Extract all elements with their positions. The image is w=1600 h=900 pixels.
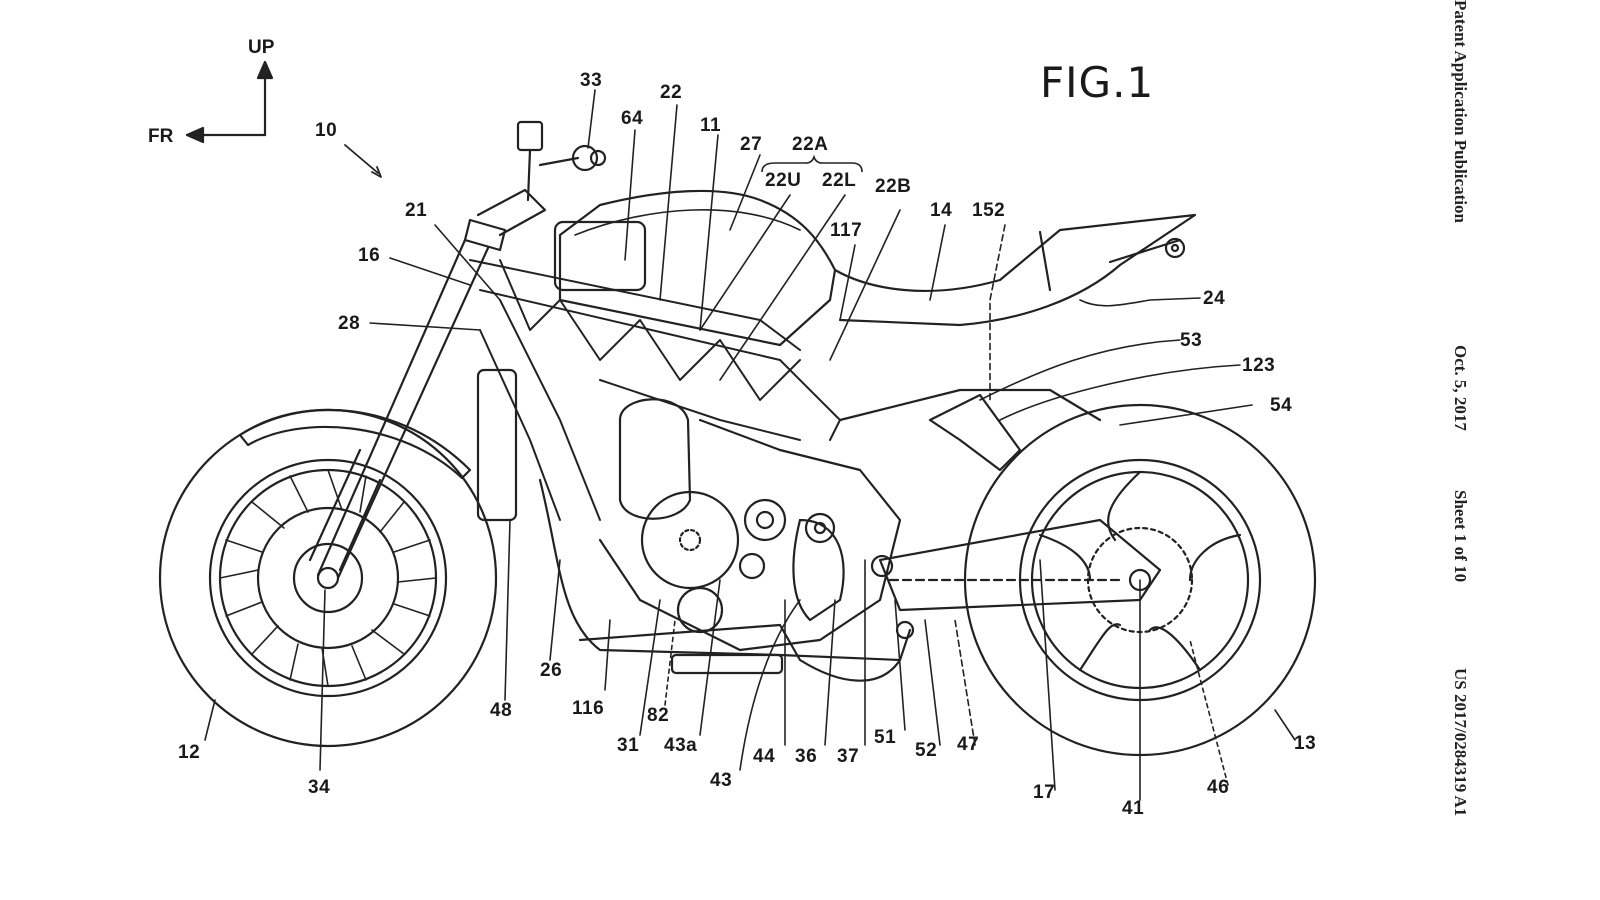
ref-34: 34 xyxy=(308,777,331,798)
sheet-number: Sheet 1 of 10 xyxy=(1451,490,1470,583)
ref-123: 123 xyxy=(1242,355,1276,376)
publication-date: Oct. 5, 2017 xyxy=(1451,345,1470,431)
ref-24: 24 xyxy=(1203,288,1226,309)
ref-21: 21 xyxy=(405,200,428,221)
ref-82: 82 xyxy=(647,705,670,726)
ref-44: 44 xyxy=(753,746,776,767)
orientation-up-label: UP xyxy=(248,37,275,58)
battery-box xyxy=(553,220,647,292)
ref-152: 152 xyxy=(972,200,1006,221)
ref-13: 13 xyxy=(1294,733,1317,754)
ref-64: 64 xyxy=(621,108,644,129)
front-wheel xyxy=(158,408,498,748)
seat-tail xyxy=(833,213,1197,327)
frame xyxy=(469,259,841,521)
ref-22l: 22L xyxy=(822,170,857,191)
ref-14: 14 xyxy=(930,200,953,221)
ref-53: 53 xyxy=(1180,330,1203,351)
ref-46: 46 xyxy=(1207,777,1230,798)
engine xyxy=(598,418,902,652)
ref-43a: 43a xyxy=(664,735,698,756)
radiator xyxy=(476,368,518,522)
ref-28: 28 xyxy=(338,313,361,334)
ref-36: 36 xyxy=(795,746,818,767)
ref-41: 41 xyxy=(1122,798,1145,819)
ref-37: 37 xyxy=(837,746,860,767)
swingarm xyxy=(870,518,1162,640)
ref-17: 17 xyxy=(1033,782,1056,803)
ref-54: 54 xyxy=(1270,395,1293,416)
ref-12: 12 xyxy=(178,742,201,763)
ref-47: 47 xyxy=(957,734,980,755)
ref-33: 33 xyxy=(580,70,603,91)
ref-16: 16 xyxy=(358,245,381,266)
fuel-tank xyxy=(558,189,837,347)
ref-22: 22 xyxy=(660,82,683,103)
publication-number: US 2017/0284319 A1 xyxy=(1451,668,1470,817)
orientation-front-label: FR xyxy=(148,126,174,147)
publication-type: Patent Application Publication xyxy=(1451,0,1470,223)
ref-43: 43 xyxy=(710,770,733,791)
ref-11: 11 xyxy=(700,115,722,136)
ref-48: 48 xyxy=(490,700,513,721)
patent-header: Patent Application Publication Oct. 5, 2… xyxy=(1450,0,1480,900)
ref-22a: 22A xyxy=(792,134,829,155)
figure-title: FIG.1 xyxy=(1040,58,1155,107)
ref-22u: 22U xyxy=(765,170,802,191)
ref-26: 26 xyxy=(540,660,563,681)
ref-52: 52 xyxy=(915,740,938,761)
ref-22b: 22B xyxy=(875,176,912,197)
ref-117: 117 xyxy=(830,220,863,241)
exhaust xyxy=(538,478,912,682)
group-brace-22a xyxy=(761,154,863,173)
ref-116: 116 xyxy=(572,698,605,719)
handlebar xyxy=(516,120,607,202)
leader-lines xyxy=(204,89,1296,801)
front-fender xyxy=(238,408,472,480)
orientation-arrows xyxy=(185,60,274,144)
rear-subframe xyxy=(928,393,1022,472)
assembly-arrow xyxy=(344,144,379,174)
front-fork xyxy=(308,188,547,580)
ref-10: 10 xyxy=(315,120,338,141)
ref-27: 27 xyxy=(740,134,763,155)
ref-31: 31 xyxy=(617,735,640,756)
air-cleaner xyxy=(618,398,692,520)
ref-51: 51 xyxy=(874,727,897,748)
